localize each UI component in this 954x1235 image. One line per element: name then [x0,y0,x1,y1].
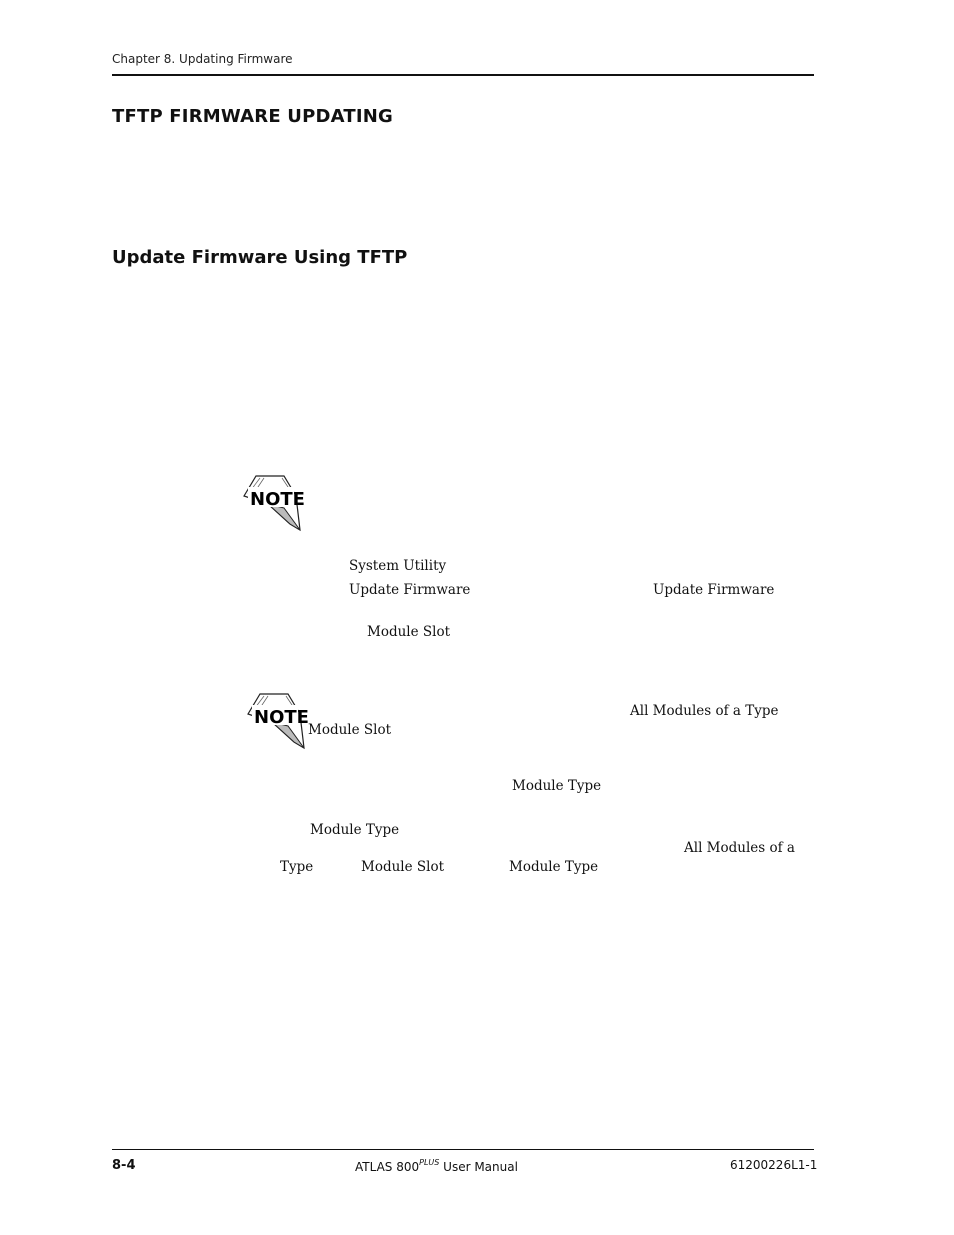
section-subtitle: Update Firmware Using TFTP [112,247,408,268]
section-title: TFTP FIRMWARE UPDATING [112,106,393,127]
svg-text:NOTE: NOTE [254,707,309,728]
note-icon: NOTE [247,693,309,750]
footer-rule [112,1149,814,1150]
menu-term-module-slot: Module Slot [308,722,392,738]
menu-term-update-firmware: Update Firmware [349,582,471,598]
menu-term-system-utility: System Utility [349,558,447,574]
menu-term-module-slot: Module Slot [361,859,445,875]
manual-title: ATLAS 800PLUS User Manual [355,1158,518,1174]
menu-term-update-firmware: Update Firmware [653,582,775,598]
header-rule [112,74,814,76]
menu-term-type: Type [280,859,314,875]
menu-term-all-modules-of-a: All Modules of a [684,840,795,856]
document-number: 61200226L1-1 [730,1158,818,1172]
menu-term-module-type: Module Type [512,778,602,794]
menu-term-all-modules-of-a-type: All Modules of a Type [630,703,779,719]
note-icon: NOTE [243,475,305,532]
menu-term-module-type: Module Type [310,822,400,838]
page-number: 8-4 [112,1158,136,1173]
menu-term-module-type: Module Type [509,859,599,875]
menu-term-module-slot: Module Slot [367,624,451,640]
running-header: Chapter 8. Updating Firmware [112,52,293,66]
svg-text:NOTE: NOTE [250,489,305,510]
